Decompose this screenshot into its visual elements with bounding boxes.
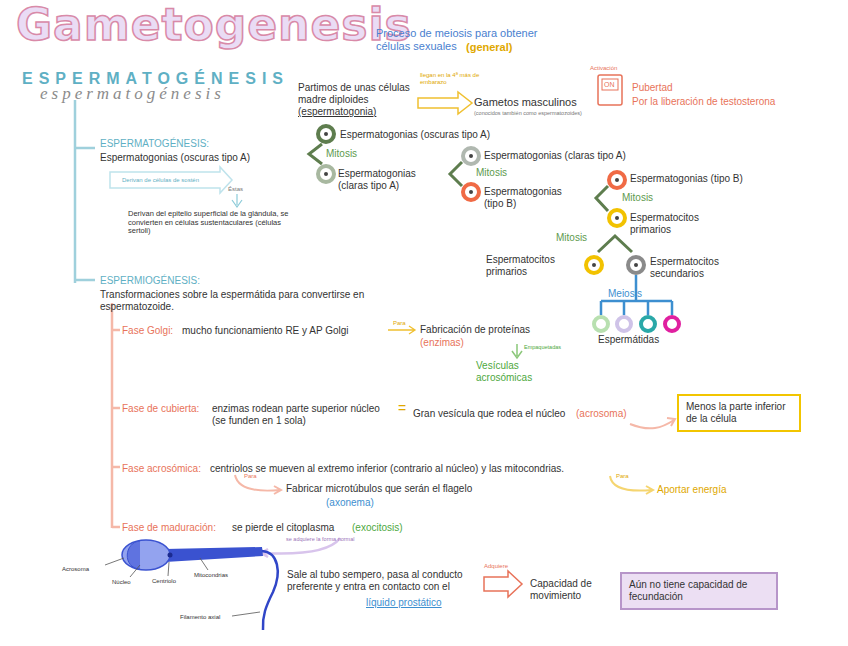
note-text: Derivan del epitelio superficial de la g… [128, 210, 298, 236]
note-text: (axonema) [326, 497, 374, 509]
note-text: Mitosis [476, 167, 507, 179]
circle-dots [324, 132, 638, 267]
note-text: líquido prostático [366, 597, 442, 609]
note-text: (enzimas) [420, 337, 464, 349]
note-text: Capacidad de movimiento [530, 578, 610, 601]
note-text: Espermatogonias (oscuras tipo A) [340, 129, 490, 141]
split-bracket [450, 162, 462, 186]
note-text: Espermatogonias (claras tipo A) [484, 150, 626, 162]
hollow-arrow [110, 167, 232, 193]
note-text: (exocitosis) [352, 522, 403, 534]
bracket-line [75, 100, 95, 283]
note-text: Fase de maduración: [122, 522, 216, 534]
arrow [235, 475, 281, 494]
switch-icon [602, 79, 618, 90]
note-text: Acrosoma [62, 566, 89, 573]
note-text: Espermatogonias (tipo B) [630, 173, 743, 185]
box-text: Aún no tiene capacidad de fecundación [629, 579, 769, 603]
note-box: Aún no tiene capacidad de fecundación [620, 572, 778, 610]
note-text: Filamento axial [180, 614, 220, 621]
note-text: se pierde el citoplasma [232, 522, 334, 534]
note-box: Menos la parte inferior de la célula [677, 394, 801, 432]
note-text: Derivan de células de sostén [122, 177, 199, 184]
note-text: Mitosis [556, 232, 587, 244]
note-text: centriolos se mueven al extremo inferior… [210, 463, 690, 475]
note-text: (espermatogonia) [298, 106, 376, 118]
note-text: Vesículas acrosómicas [476, 360, 556, 383]
note-text: (general) [466, 41, 512, 54]
note-text: Gran vesícula que rodea el núcleo [413, 408, 565, 420]
note-text: Empaquetadas [524, 344, 561, 350]
note-text: Espermatogonias (claras tipo A) [338, 168, 443, 191]
note-text: Transformaciones sobre la espermátida pa… [100, 289, 380, 312]
note-text: (conocidos también como espermatozoides) [474, 110, 582, 116]
note-text: Espermatocitos primarios [486, 254, 581, 277]
note-text: Adquiere [484, 563, 508, 570]
note-text: Fabricar microtúbulos que serán el flage… [286, 483, 496, 495]
note-text: Para [244, 473, 257, 480]
note-text: = [398, 400, 406, 416]
note-text: ESPERMIOGÉNESIS: [100, 275, 200, 287]
arrow [388, 326, 415, 334]
note-text: Espermatocitos secundarios [650, 256, 750, 279]
page-title: Gametogenesis [16, 0, 412, 51]
note-text: Espermatocitos primarios [630, 212, 725, 235]
note-text: ESPERMATOGÉNESIS: [100, 138, 209, 150]
note-text: Aportar energía [657, 484, 727, 496]
meiosis-tree [601, 275, 672, 315]
arrow [232, 194, 242, 207]
note-text: Espermatogonias (tipo B) [484, 186, 579, 209]
hollow-arrow [418, 92, 472, 114]
note-text: Mitocondrias [194, 572, 228, 579]
note-text: Gametos masculinos [474, 96, 577, 109]
note-text: Para [616, 473, 629, 480]
arrow [512, 344, 522, 358]
note-text: Espermátidas [598, 334, 659, 346]
note-text: Espermatogonias (oscuras tipo A) [100, 152, 250, 164]
cell-circles [318, 126, 679, 331]
note-text: Mitosis [622, 192, 653, 204]
note-text: Fabricación de proteínas [420, 324, 530, 336]
note-text: Mitosis [326, 148, 357, 160]
note-text: Pubertad [632, 82, 673, 94]
note-text: espermatogénesis [40, 84, 225, 104]
note-text: Éstas [228, 186, 243, 193]
note-text: (acrosoma) [576, 408, 627, 420]
note-text: Partimos de unas células madre diploides [298, 82, 423, 105]
note-text: Para [393, 320, 406, 327]
note-text: enzimas rodean parte superior núcleo (se… [212, 403, 392, 426]
split-bracket [596, 186, 608, 211]
bracket-line [112, 303, 120, 528]
note-text: Sale al tubo sempero, pasa al conducto p… [287, 569, 482, 592]
sperm-illustration [105, 540, 278, 630]
note-text: ON [604, 81, 615, 89]
note-text: Meiosis [608, 288, 642, 300]
note-text: Fase acrosómica: [122, 463, 201, 475]
switch-icon [598, 75, 622, 105]
note-text: Núcleo [112, 579, 131, 586]
arrow [630, 418, 675, 428]
note-text: mucho funcionamiento RE y AP Golgi [182, 325, 349, 337]
note-text: Por la liberación de testosterona [632, 96, 775, 108]
note-text: se adquiere la forma normal [286, 536, 356, 542]
note-text: Fase Golgi: [122, 325, 173, 337]
box-text: Menos la parte inferior de la célula [686, 401, 792, 425]
split-bracket [309, 144, 322, 164]
split-bracket [598, 236, 632, 252]
note-text: llegan en la 4ª más de embarazo [420, 72, 490, 86]
note-text: Activación [590, 65, 617, 72]
note-text: Centriolo [152, 578, 176, 585]
note-text: Fase de cubierta: [122, 403, 199, 415]
hollow-arrow [484, 571, 522, 597]
